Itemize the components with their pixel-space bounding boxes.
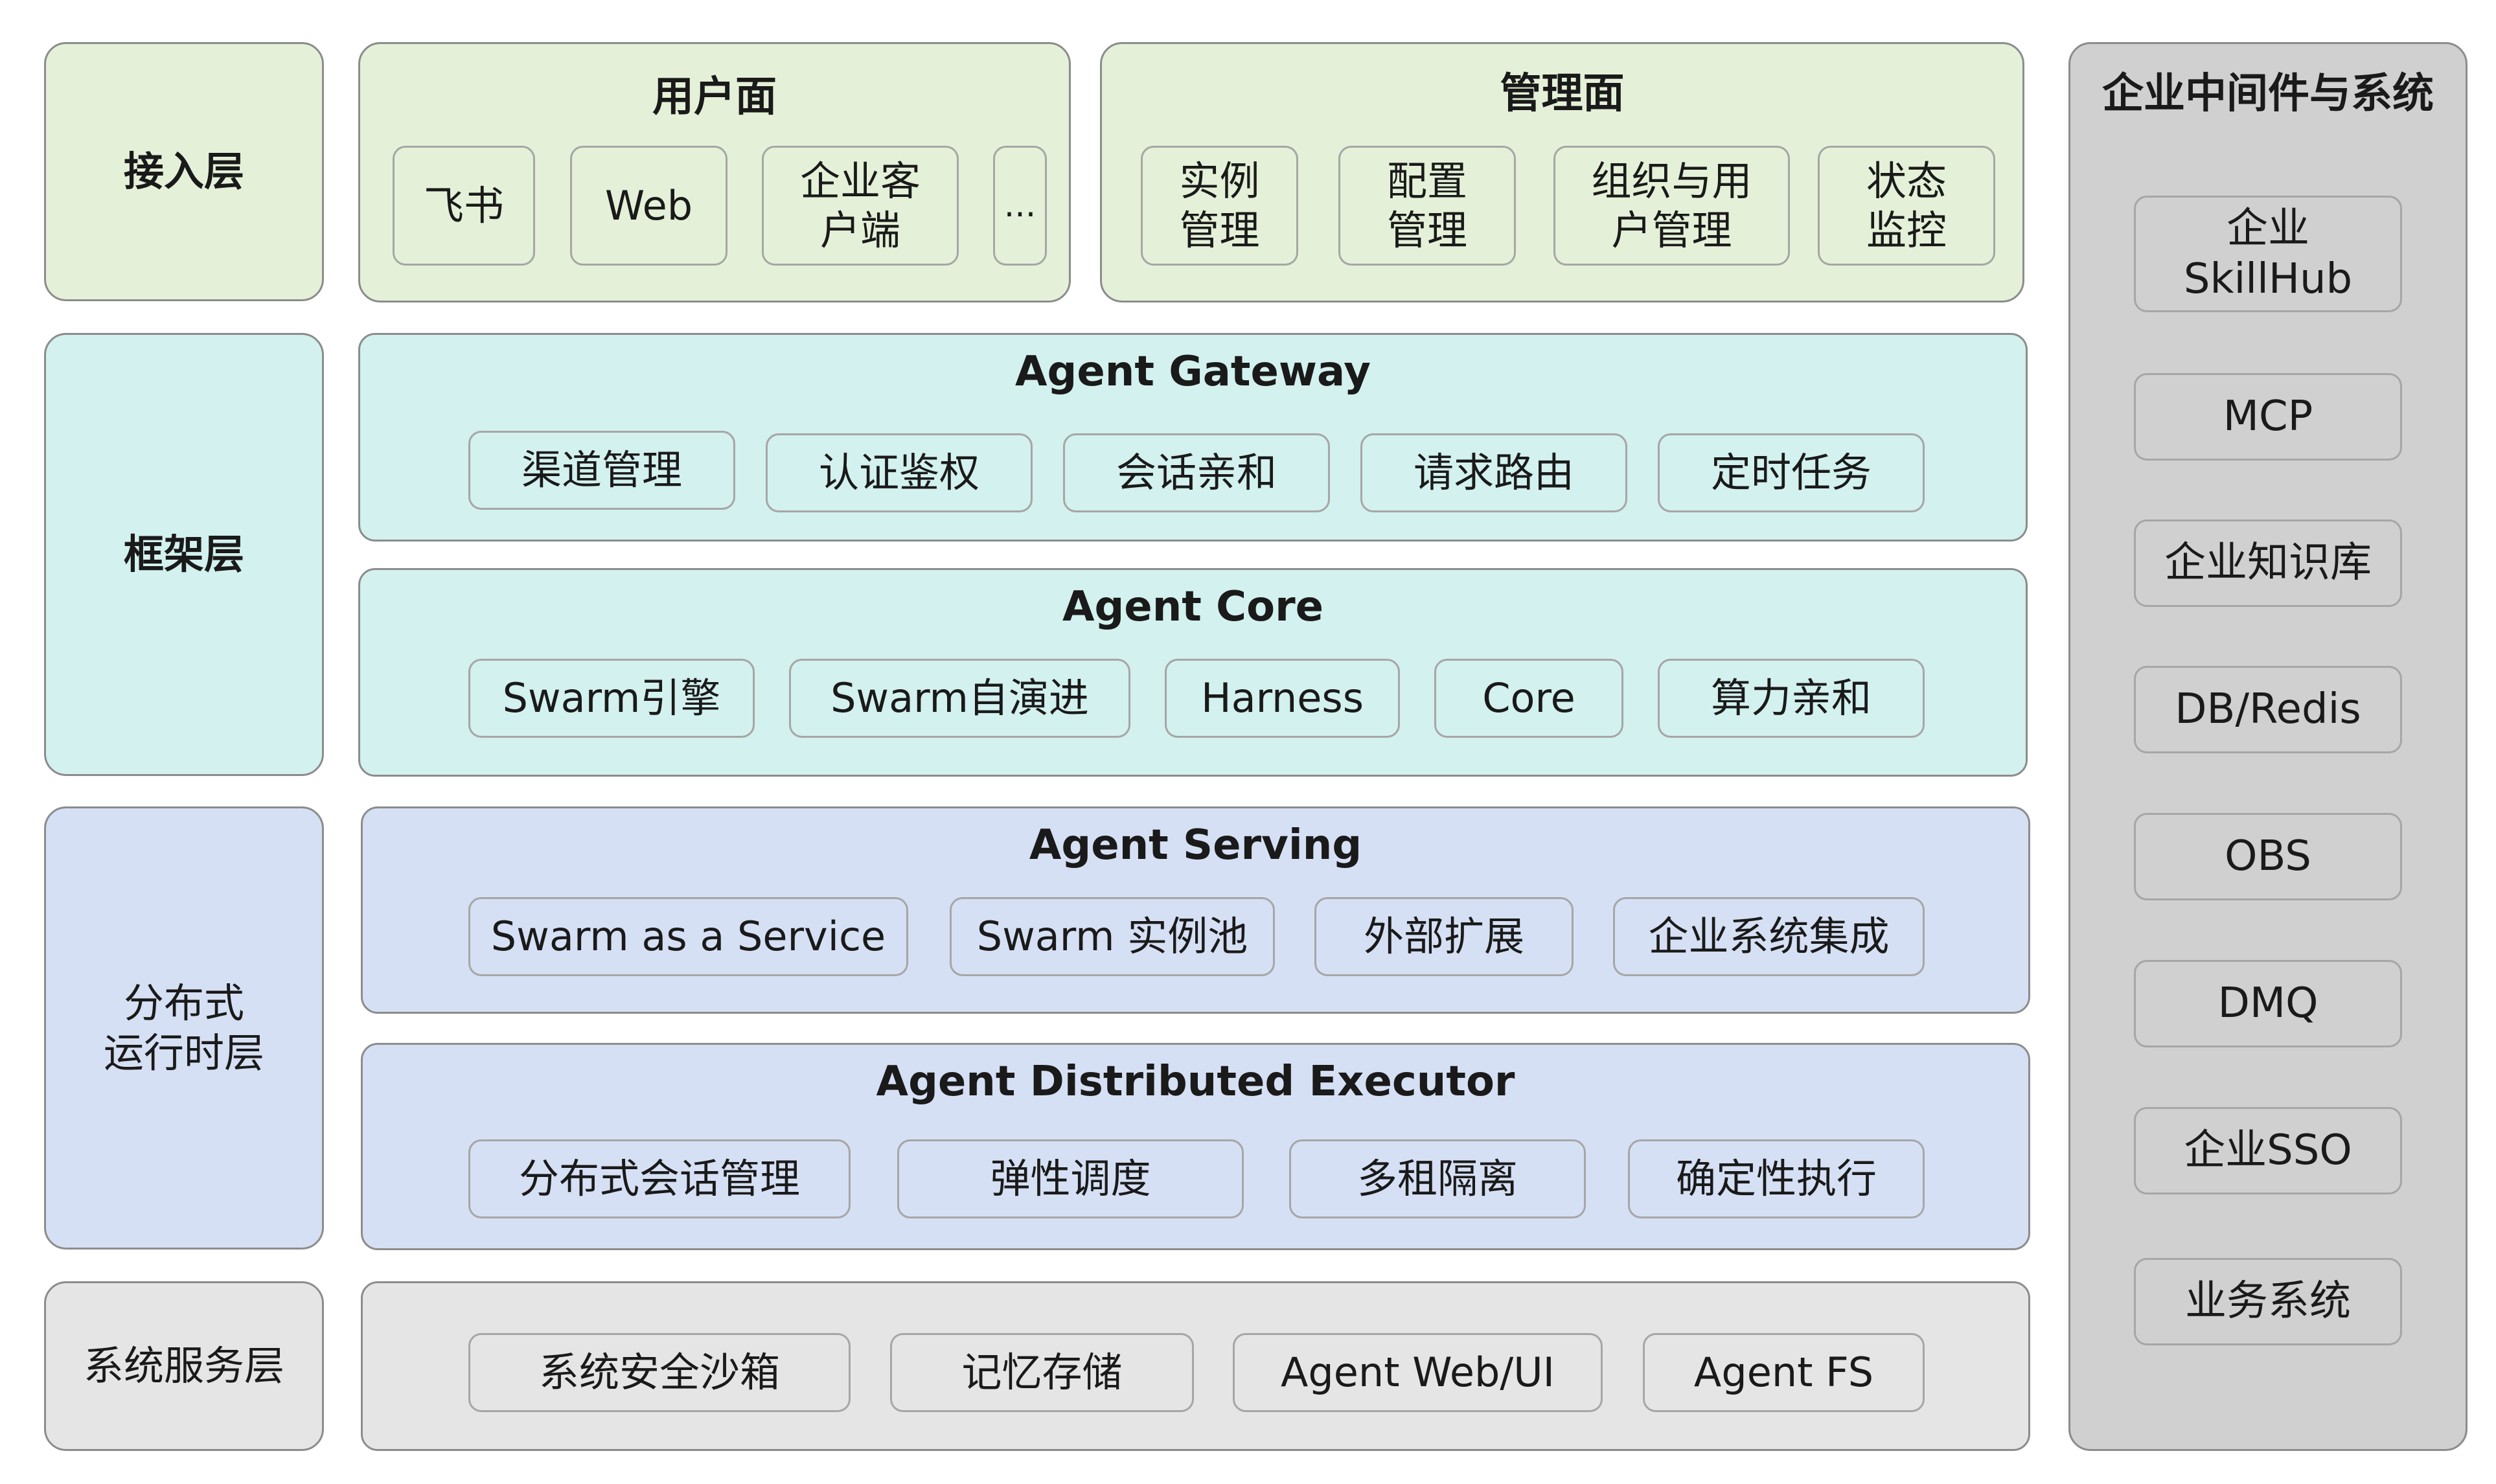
management-item-instance: 实例 管理	[1141, 146, 1298, 266]
layer-system-label: 系统服务层	[83, 1342, 284, 1390]
agent-executor-panel: Agent Distributed Executor 分布式会话管理 弹性调度 …	[361, 1043, 2030, 1250]
management-plane-panel: 管理面 实例 管理 配置 管理 组织与用 户管理 状态 监控	[1100, 42, 2024, 303]
management-item-org-user: 组织与用 户管理	[1553, 146, 1790, 266]
user-plane-item-web: Web	[570, 146, 727, 266]
agent-serving-panel: Agent Serving Swarm as a Service Swarm 实…	[361, 806, 2030, 1014]
user-plane-panel: 用户面 飞书 Web 企业客 户端 ...	[358, 42, 1071, 303]
system-item-sandbox: 系统安全沙箱	[468, 1333, 851, 1412]
user-plane-item-feishu: 飞书	[393, 146, 535, 266]
gateway-item-routing: 请求路由	[1360, 433, 1627, 512]
agent-gateway-title: Agent Gateway	[1015, 348, 1371, 396]
system-item-agent-web-ui: Agent Web/UI	[1233, 1333, 1603, 1412]
agent-core-panel: Agent Core Swarm引擎 Swarm自演进 Harness Core…	[358, 568, 2028, 777]
enterprise-item-sso: 企业SSO	[2134, 1107, 2402, 1194]
core-item-swarm-engine: Swarm引擎	[468, 659, 755, 738]
serving-item-enterprise-integration: 企业系统集成	[1613, 897, 1925, 976]
system-services-panel: 系统安全沙箱 记忆存储 Agent Web/UI Agent FS	[361, 1281, 2030, 1451]
enterprise-item-knowledge-base: 企业知识库	[2134, 519, 2402, 607]
layer-framework: 框架层	[44, 333, 324, 776]
enterprise-item-dmq: DMQ	[2134, 960, 2402, 1047]
core-item-swarm-evolution: Swarm自演进	[789, 659, 1130, 738]
serving-item-swarm-as-a-service: Swarm as a Service	[468, 897, 908, 976]
system-item-memory-storage: 记忆存储	[890, 1333, 1194, 1412]
layer-runtime: 分布式 运行时层	[44, 806, 324, 1250]
executor-item-elastic-scheduling: 弹性调度	[897, 1139, 1244, 1218]
core-item-core: Core	[1434, 659, 1623, 738]
management-item-monitor: 状态 监控	[1818, 146, 1995, 266]
layer-runtime-label: 分布式 运行时层	[103, 979, 264, 1077]
user-plane-item-more: ...	[993, 146, 1047, 266]
executor-item-multi-tenant: 多租隔离	[1289, 1139, 1586, 1218]
agent-serving-title: Agent Serving	[1029, 821, 1362, 869]
layer-framework-label: 框架层	[123, 531, 244, 578]
gateway-item-session-affinity: 会话亲和	[1063, 433, 1330, 512]
user-plane-item-enterprise-client: 企业客 户端	[762, 146, 959, 266]
gateway-item-auth: 认证鉴权	[766, 433, 1033, 512]
management-plane-title: 管理面	[1500, 70, 1625, 118]
serving-item-instance-pool: Swarm 实例池	[950, 897, 1275, 976]
core-item-harness: Harness	[1165, 659, 1400, 738]
enterprise-item-business-system: 业务系统	[2134, 1258, 2402, 1345]
executor-item-session: 分布式会话管理	[468, 1139, 851, 1218]
system-item-agent-fs: Agent FS	[1643, 1333, 1925, 1412]
agent-core-title: Agent Core	[1062, 583, 1324, 631]
layer-access-label: 接入层	[123, 148, 244, 196]
agent-executor-title: Agent Distributed Executor	[876, 1058, 1515, 1106]
enterprise-item-mcp: MCP	[2134, 373, 2402, 461]
gateway-item-channel: 渠道管理	[468, 431, 735, 510]
enterprise-item-db-redis: DB/Redis	[2134, 666, 2402, 753]
enterprise-middleware-title: 企业中间件与系统	[2102, 70, 2434, 118]
gateway-item-scheduled-task: 定时任务	[1658, 433, 1925, 512]
user-plane-title: 用户面	[652, 73, 777, 121]
core-item-compute-affinity: 算力亲和	[1658, 659, 1925, 738]
management-item-config: 配置 管理	[1338, 146, 1516, 266]
layer-system: 系统服务层	[44, 1281, 324, 1451]
executor-item-deterministic: 确定性执行	[1628, 1139, 1925, 1218]
layer-access: 接入层	[44, 42, 324, 301]
enterprise-item-skillhub: 企业 SkillHub	[2134, 196, 2402, 312]
enterprise-item-obs: OBS	[2134, 813, 2402, 900]
serving-item-external-extension: 外部扩展	[1314, 897, 1574, 976]
enterprise-middleware-panel: 企业中间件与系统 企业 SkillHub MCP 企业知识库 DB/Redis …	[2068, 42, 2467, 1451]
agent-gateway-panel: Agent Gateway 渠道管理 认证鉴权 会话亲和 请求路由 定时任务	[358, 333, 2028, 542]
